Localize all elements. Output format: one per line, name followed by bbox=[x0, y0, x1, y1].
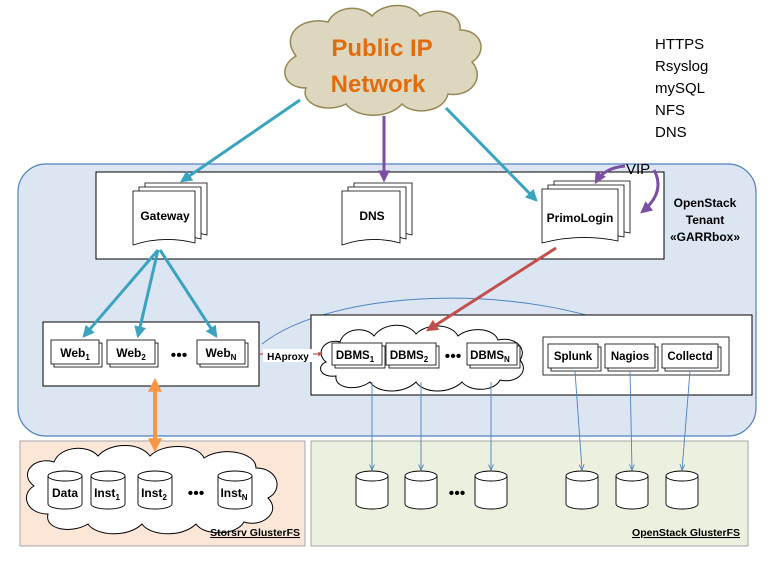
gateway-to-webn-arrow bbox=[158, 249, 218, 339]
nagios-label: Nagios bbox=[611, 351, 649, 363]
osfs-ellipsis: ••• bbox=[449, 485, 466, 502]
vip-label: VIP bbox=[626, 161, 650, 178]
public-ip-network-cloud bbox=[284, 4, 482, 116]
osfs-cylinder-collectd bbox=[665, 470, 699, 510]
storsrv-inst2-cylinder bbox=[137, 470, 173, 510]
dns-node bbox=[341, 182, 413, 246]
protocol-mysql: mySQL bbox=[655, 80, 705, 97]
primologin-to-dbms-arrow bbox=[425, 246, 557, 332]
storsrv-inst1-cylinder bbox=[90, 470, 126, 510]
cloud-title-line-1: Public IP bbox=[331, 35, 432, 62]
dbms-ellipsis: ••• bbox=[445, 348, 462, 365]
web2-label: Web2 bbox=[116, 346, 146, 362]
primologin-node bbox=[541, 180, 631, 244]
collectd-storage-link bbox=[682, 370, 691, 470]
protocol-https: HTTPS bbox=[655, 36, 704, 53]
osfs-cylinder-2 bbox=[404, 470, 438, 510]
collectd-label: Collectd bbox=[667, 351, 712, 363]
storsrv-glusterfs-label: Storsrv GlusterFS bbox=[210, 527, 300, 539]
storsrv-data-label: Data bbox=[52, 486, 78, 500]
osfs-cylinder-nagios bbox=[615, 470, 649, 510]
primologin-label: PrimoLogin bbox=[547, 211, 614, 225]
webn-label: WebN bbox=[206, 346, 237, 362]
storsrv-instn-cylinder bbox=[217, 470, 253, 510]
storsrv-data-cylinder bbox=[47, 470, 83, 510]
web1-label: Web1 bbox=[60, 346, 90, 362]
tenant-label-line-1: OpenStack bbox=[674, 196, 737, 210]
splunk-storage-link bbox=[574, 370, 582, 470]
storsrv-inst2-label: Inst2 bbox=[141, 486, 167, 502]
gateway-to-web1-arrow bbox=[82, 249, 160, 338]
gateway-to-web2-arrow bbox=[134, 249, 160, 339]
dbms2-label: DBMS2 bbox=[390, 350, 429, 364]
cloud-to-gateway-arrow bbox=[180, 98, 301, 183]
gateway-label: Gateway bbox=[140, 209, 190, 223]
osfs-cylinder-1 bbox=[355, 470, 389, 510]
protocol-rsyslog: Rsyslog bbox=[655, 58, 708, 75]
storsrv-inst1-label: Inst1 bbox=[94, 486, 120, 502]
storsrv-instn-label: InstN bbox=[220, 486, 247, 502]
tenant-label-line-3: «GARRbox» bbox=[670, 230, 740, 244]
splunk-label: Splunk bbox=[554, 351, 593, 363]
storsrv-ellipsis: ••• bbox=[188, 485, 205, 502]
dbmsn-label: DBMSN bbox=[470, 350, 510, 364]
protocol-nfs: NFS bbox=[655, 102, 685, 119]
vip-arrow-left bbox=[594, 164, 626, 185]
vip-arrow-right bbox=[640, 169, 660, 214]
dns-label: DNS bbox=[359, 209, 384, 223]
osfs-cylinder-splunk bbox=[565, 470, 599, 510]
gateway-node bbox=[132, 182, 208, 246]
tenant-label-line-2: Tenant bbox=[686, 213, 724, 227]
osfs-cylinder-n bbox=[474, 470, 508, 510]
dbms1-label: DBMS1 bbox=[336, 350, 375, 364]
haproxy-label: HAproxy bbox=[267, 352, 309, 363]
protocol-dns: DNS bbox=[655, 124, 687, 141]
web-ellipsis: ••• bbox=[171, 347, 188, 364]
cloud-title-line-2: Network bbox=[331, 71, 426, 98]
openstack-glusterfs-label: OpenStack GlusterFS bbox=[632, 527, 740, 539]
cloud-to-primologin-arrow bbox=[444, 106, 538, 202]
nagios-storage-link bbox=[630, 370, 632, 470]
